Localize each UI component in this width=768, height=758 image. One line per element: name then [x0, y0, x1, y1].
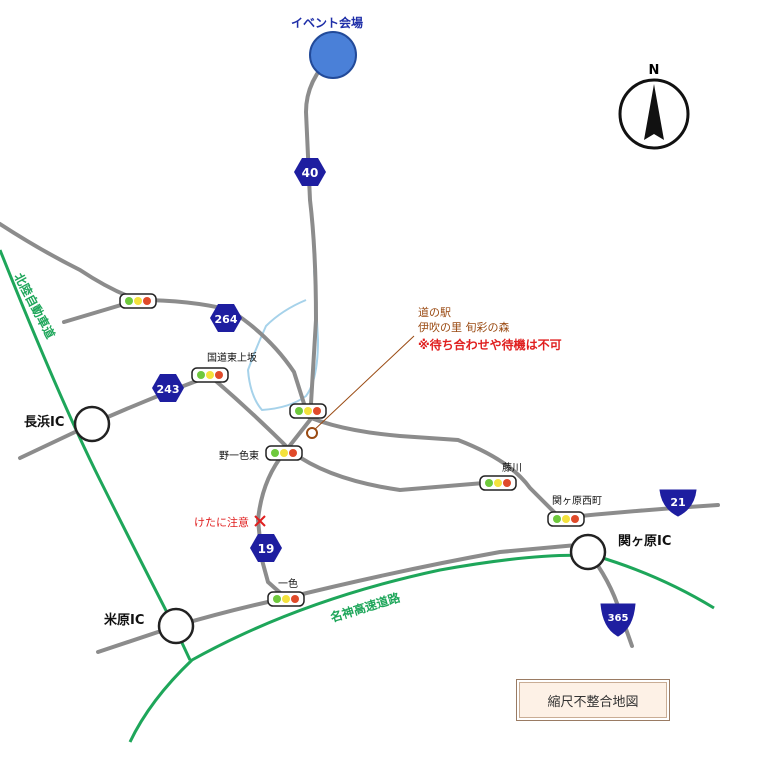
route-243-sign: 243 — [152, 374, 184, 402]
michinoeki-warning: ※待ち合わせや待機は不可 — [418, 337, 562, 352]
svg-text:243: 243 — [157, 383, 180, 396]
interchange-markers — [73, 405, 607, 645]
traffic-light-icon — [547, 511, 585, 527]
traffic-light-icon — [119, 293, 157, 309]
intersection-label-fujikawa: 藤川 — [502, 462, 522, 474]
intersection-label-isshiki: 一色 — [278, 577, 298, 590]
ic-label-nagahama: 長浜IC — [24, 414, 64, 430]
michinoeki-name: 伊吹の里 旬彩の森 — [418, 320, 510, 334]
svg-text:19: 19 — [258, 542, 275, 556]
svg-text:365: 365 — [608, 613, 629, 624]
route-264-sign: 264 — [210, 304, 242, 332]
traffic-light-icon — [289, 403, 327, 419]
caution-label: けたに注意 — [194, 515, 249, 529]
nagahama-ic-marker — [73, 405, 111, 443]
ic-label-sekigahara: 関ヶ原IC — [618, 534, 671, 549]
svg-text:40: 40 — [302, 166, 319, 180]
meishin-expressway-line — [128, 553, 715, 743]
expressway-label-meishin: 名神高速道路 — [328, 589, 402, 625]
michinoeki-marker[interactable] — [306, 427, 318, 439]
intersection-label-noisshiki-higashi: 野一色東 — [219, 449, 259, 462]
route-365-sign: 365 — [600, 603, 636, 637]
scale-note-text: 縮尺不整合地図 — [547, 694, 639, 710]
river — [246, 269, 320, 412]
traffic-light-icon — [479, 475, 517, 491]
traffic-light-icon — [191, 367, 229, 383]
road-route-264-east — [292, 408, 720, 521]
road-network — [0, 53, 720, 654]
intersection-label-kokudo-higashi-uesaka: 国道東上坂 — [207, 351, 257, 364]
event-venue-label: イベント会場 — [291, 15, 363, 30]
michinoeki-leader-line — [311, 335, 415, 433]
traffic-light-icon — [265, 445, 303, 461]
ic-label-maibara: 米原IC — [104, 612, 144, 628]
scale-note-box: 縮尺不整合地図 — [516, 679, 670, 721]
intersection-label-sekigahara-nishimachi: 関ヶ原西町 — [552, 495, 602, 507]
expressway-label-hokuriku: 北陸自動車道 — [11, 270, 58, 341]
compass-icon: N — [618, 63, 690, 150]
michinoeki-title: 道の駅 — [418, 305, 451, 319]
route-21-sign: 21 — [659, 489, 697, 517]
traffic-light-icon — [267, 591, 305, 607]
svg-text:21: 21 — [670, 496, 685, 509]
caution-x-icon — [254, 515, 266, 527]
route-19-sign: 19 — [250, 534, 282, 562]
route-40-sign: 40 — [294, 158, 326, 186]
event-venue-marker[interactable] — [309, 31, 357, 79]
svg-text:N: N — [649, 63, 660, 78]
maibara-ic-marker — [157, 607, 195, 645]
road-route-19 — [255, 451, 288, 600]
road-route-40 — [282, 53, 335, 455]
road-route-243 — [18, 373, 498, 493]
sekigahara-ic-marker — [569, 533, 607, 571]
svg-text:264: 264 — [215, 313, 238, 326]
hokuriku-expressway-line — [0, 249, 192, 661]
